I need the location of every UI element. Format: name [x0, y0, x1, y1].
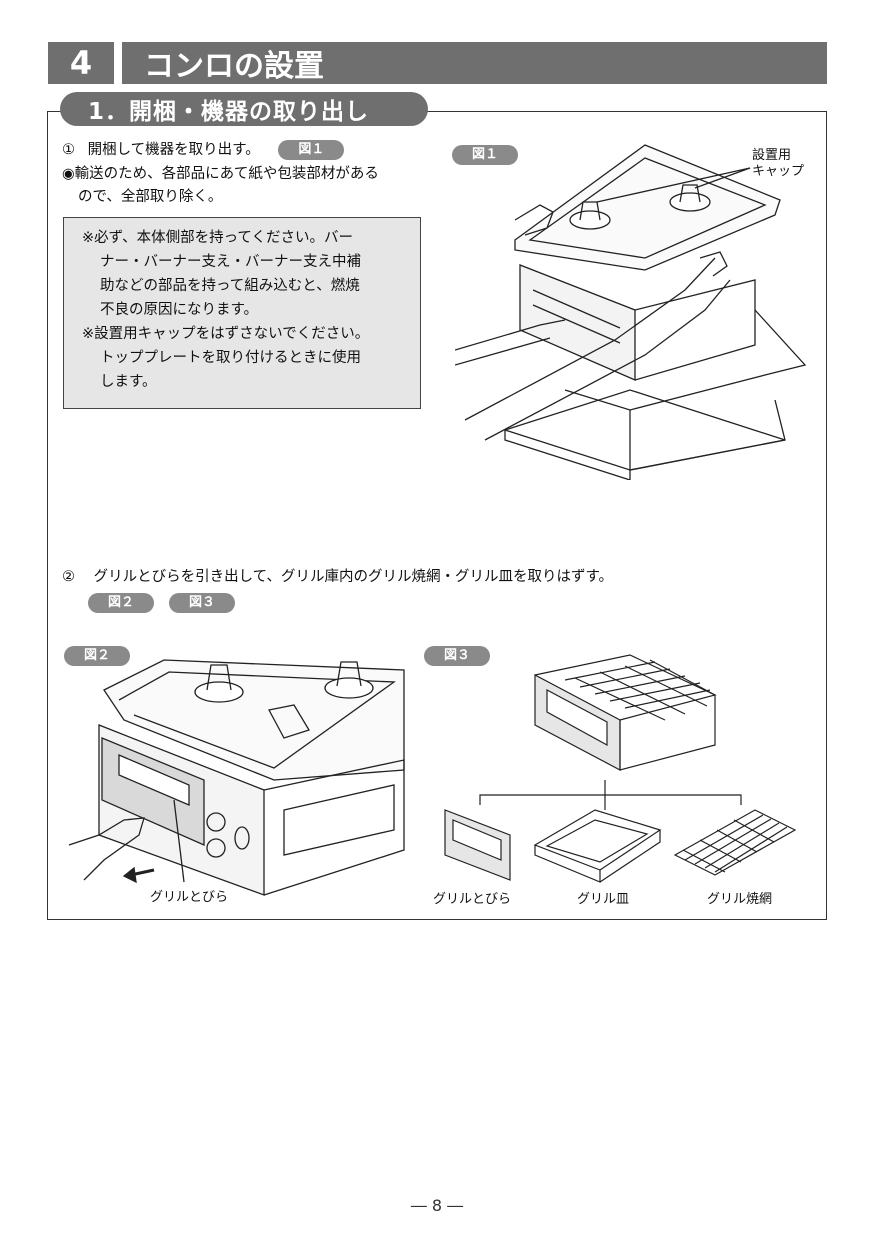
- fig1-label-line1: 設置用: [752, 148, 792, 163]
- step1-marker: ①: [62, 142, 75, 158]
- fig3-grill-parts-illustration: [444, 654, 797, 883]
- step2-fig2-badge: 図２: [88, 593, 155, 613]
- section-frame: [47, 111, 827, 920]
- fig3-grill-rack-label: グリル焼網: [707, 892, 773, 907]
- note-line: ※必ず、本体側部を持ってください。バー: [82, 230, 353, 246]
- note-line: ※設置用キャップをはずさないでください。: [82, 326, 370, 342]
- fig1-unpacking-illustration: [455, 144, 807, 480]
- step2-line: ② グリルとびらを引き出して、グリル庫内のグリル焼網・グリル皿を取りはずす。: [62, 566, 613, 588]
- note-line: トッププレートを取り付けるときに使用: [100, 350, 361, 366]
- step2-fig3-badge: 図３: [169, 593, 236, 613]
- fig1-cap-label: 設置用 キャップ: [752, 148, 804, 180]
- step1-bullet-line1: ◉輸送のため、各部品にあて紙や包装部材がある: [62, 163, 379, 185]
- fig1-badge: 図１: [452, 145, 519, 165]
- chapter-title: コンロの設置: [122, 42, 827, 84]
- note-line: します。: [100, 374, 157, 390]
- fig2-door-label: グリルとびら: [150, 890, 229, 905]
- step2-marker: ②: [62, 569, 75, 585]
- fig2-grill-door-illustration: [68, 659, 405, 896]
- note-line: 不良の原因になります。: [100, 302, 259, 318]
- caution-note-box: ※必ず、本体側部を持ってください。バー ナー・バーナー支え・バーナー支え中補 助…: [63, 217, 421, 409]
- step1-bullet-line2: ので、全部取り除く。: [78, 189, 223, 205]
- fig2-badge: 図２: [64, 646, 131, 666]
- fig1-label-line2: キャップ: [752, 164, 805, 179]
- bullet-text-1: 輸送のため、各部品にあて紙や包装部材がある: [74, 166, 379, 182]
- bullet-marker: ◉: [62, 166, 75, 182]
- section-title: 1．開梱・機器の取り出し: [60, 92, 428, 126]
- note-line: ナー・バーナー支え・バーナー支え中補: [100, 254, 361, 270]
- step1-line: ① 開梱して機器を取り出す。 図１: [62, 139, 345, 161]
- chapter-number: 4: [48, 42, 114, 84]
- fig3-door-label: グリルとびら: [433, 892, 512, 907]
- step2-text: グリルとびらを引き出して、グリル庫内のグリル焼網・グリル皿を取りはずす。: [93, 569, 613, 585]
- step1-fig-badge: 図１: [278, 140, 345, 160]
- note-line: 助などの部品を持って組み込むと、燃焼: [100, 278, 360, 294]
- fig3-tray-label: グリル皿: [577, 892, 630, 907]
- chapter-header: 4 コンロの設置: [48, 42, 827, 84]
- step1-text: 開梱して機器を取り出す。: [87, 142, 260, 158]
- page-number: ― 8 ―: [410, 1196, 464, 1215]
- fig3-badge: 図３: [424, 646, 491, 666]
